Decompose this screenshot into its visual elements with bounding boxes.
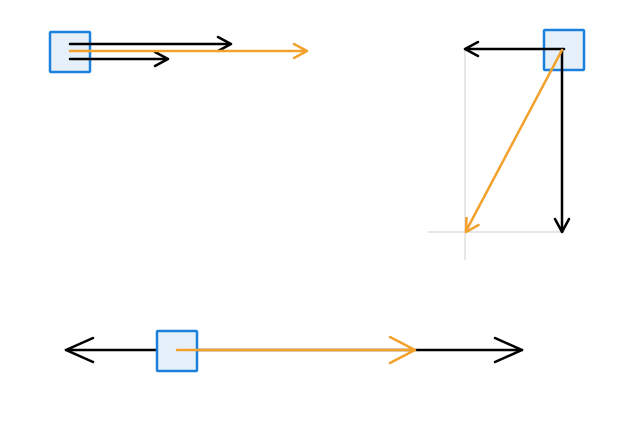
panel-same-direction [48,30,309,74]
component-vector-short [68,50,170,68]
panel-opposite-direction [64,329,524,373]
component-vector-down [553,48,571,234]
panel-perpendicular [428,28,586,260]
component-vector-long [68,35,233,53]
resultant-vector [68,42,309,60]
resultant-vector [464,48,564,234]
resultant-vector [175,335,417,365]
component-vector-left [463,40,566,58]
